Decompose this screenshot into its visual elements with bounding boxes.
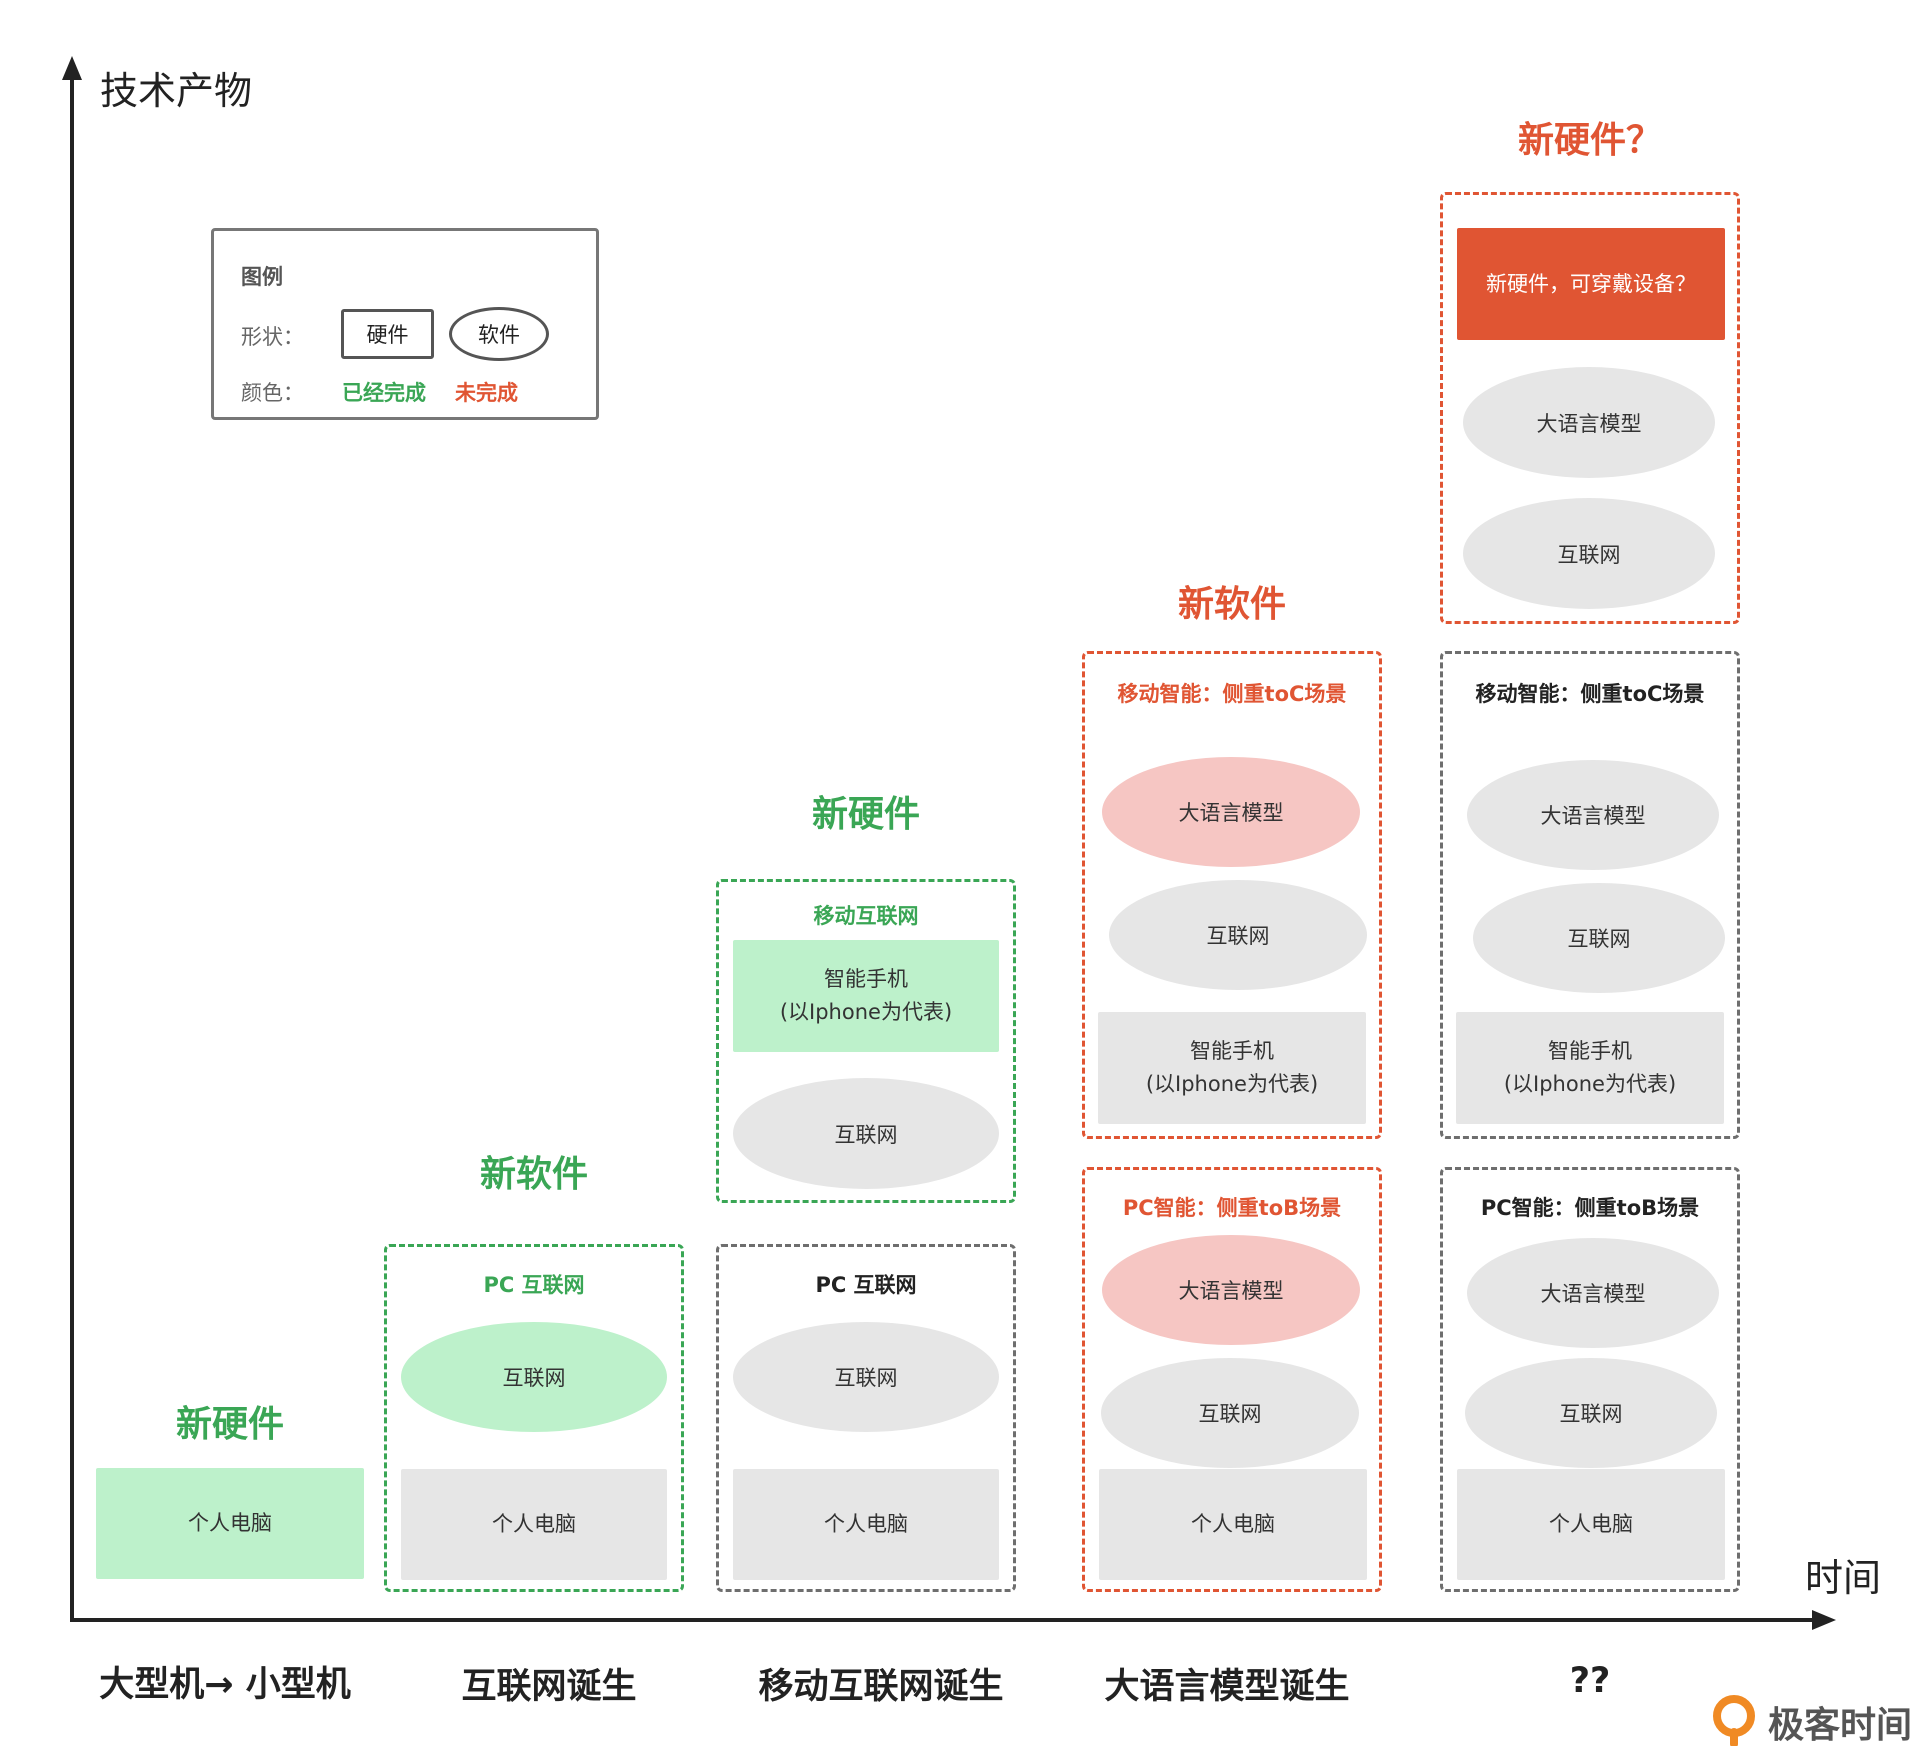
era4-pc-intelligence-group: PC智能：侧重toB场景 大语言模型 互联网 个人电脑 xyxy=(1082,1167,1382,1592)
era3-phone-line2: (以Iphone为代表) xyxy=(779,1000,953,1024)
legend-done-label: 已经完成 xyxy=(342,381,426,405)
legend-software-sample: 软件 xyxy=(449,307,549,361)
era5-mobile-llm-ellipse: 大语言模型 xyxy=(1467,760,1719,870)
era5-pc-intelligence-group: PC智能：侧重toB场景 大语言模型 互联网 个人电脑 xyxy=(1440,1167,1740,1592)
era5-mobile-intelligence-group: 移动智能：侧重toC场景 大语言模型 互联网 智能手机 (以Iphone为代表) xyxy=(1440,651,1740,1139)
era3-tag: 新硬件 xyxy=(811,794,920,835)
era2-internet-ellipse: 互联网 xyxy=(401,1322,667,1432)
era4-phone-line2: (以Iphone为代表) xyxy=(1145,1072,1319,1096)
era3-pc-group-title: PC 互联网 xyxy=(815,1273,917,1297)
legend-box: 图例 形状： 硬件 软件 颜色： 已经完成 未完成 xyxy=(211,228,599,420)
brand-logo-icon xyxy=(1713,1695,1755,1746)
era3-mobile-internet-ellipse: 互联网 xyxy=(733,1078,999,1189)
x-axis-label: 时间 xyxy=(1805,1556,1882,1600)
era5-mobile-group-title: 移动智能：侧重toC场景 xyxy=(1475,682,1705,706)
era4-pc-llm-ellipse: 大语言模型 xyxy=(1102,1235,1360,1345)
era4-mobile-intelligence-group: 移动智能：侧重toC场景 大语言模型 互联网 智能手机 (以Iphone为代表) xyxy=(1082,651,1382,1139)
era5-pc-block: 个人电脑 xyxy=(1457,1469,1725,1580)
era2-group-title: PC 互联网 xyxy=(483,1273,585,1297)
era3-pc-internet-ellipse: 互联网 xyxy=(733,1322,999,1432)
era5-tag: 新硬件？ xyxy=(1517,120,1662,161)
era4-phone-line1: 智能手机 xyxy=(1189,1039,1274,1064)
era5-smartphone-block: 智能手机 (以Iphone为代表) xyxy=(1456,1012,1724,1124)
era5-future-internet-ellipse: 互联网 xyxy=(1463,498,1715,609)
legend-hardware-sample: 硬件 xyxy=(341,309,434,359)
era4-tag: 新软件 xyxy=(1177,584,1286,625)
era4-mobile-internet-ellipse: 互联网 xyxy=(1109,880,1367,990)
era3-pc-internet-group: PC 互联网 互联网 个人电脑 xyxy=(716,1244,1016,1592)
legend-color-label: 颜色： xyxy=(241,381,304,405)
era-label-1: 大型机→ 小型机 xyxy=(99,1664,351,1705)
era3-pc-block: 个人电脑 xyxy=(733,1469,999,1580)
era2-pc-internet-group: PC 互联网 互联网 个人电脑 xyxy=(384,1244,684,1592)
era2-pc-block: 个人电脑 xyxy=(401,1469,667,1580)
era5-mobile-internet-ellipse: 互联网 xyxy=(1473,883,1725,993)
era4-pc-group-title: PC智能：侧重toB场景 xyxy=(1122,1196,1342,1220)
x-axis-arrow xyxy=(1812,1610,1836,1630)
brand-name: 极客时间 xyxy=(1768,1705,1913,1746)
era3-mobile-group-title: 移动互联网 xyxy=(813,904,919,928)
era-label-2: 互联网诞生 xyxy=(461,1666,637,1707)
era4-mobile-group-title: 移动智能：侧重toC场景 xyxy=(1117,682,1347,706)
era-label-3: 移动互联网诞生 xyxy=(758,1666,1004,1707)
era5-phone-line1: 智能手机 xyxy=(1547,1039,1632,1064)
era5-future-llm-ellipse: 大语言模型 xyxy=(1463,367,1715,478)
era4-pc-block: 个人电脑 xyxy=(1099,1469,1367,1580)
era4-mobile-llm-ellipse: 大语言模型 xyxy=(1102,757,1360,867)
era-label-5: ?? xyxy=(1569,1661,1611,1701)
era5-pc-group-title: PC智能：侧重toB场景 xyxy=(1480,1196,1700,1220)
era3-phone-line1: 智能手机 xyxy=(823,967,908,992)
legend-todo-label: 未完成 xyxy=(455,381,518,405)
legend-title: 图例 xyxy=(241,265,283,289)
era3-mobile-internet-group: 移动互联网 智能手机 (以Iphone为代表) 互联网 xyxy=(716,879,1016,1203)
era2-tag: 新软件 xyxy=(479,1154,588,1195)
era4-smartphone-block: 智能手机 (以Iphone为代表) xyxy=(1098,1012,1366,1124)
era5-pc-internet-ellipse: 互联网 xyxy=(1465,1358,1717,1468)
era-label-4: 大语言模型诞生 xyxy=(1104,1666,1350,1707)
era5-future-group: 新硬件，可穿戴设备？ 大语言模型 互联网 xyxy=(1440,192,1740,624)
era5-phone-line2: (以Iphone为代表) xyxy=(1503,1072,1677,1096)
era5-new-device-block: 新硬件，可穿戴设备？ xyxy=(1457,228,1725,340)
era3-smartphone-block: 智能手机 (以Iphone为代表) xyxy=(733,940,999,1052)
y-axis-label: 技术产物 xyxy=(100,69,253,113)
era4-pc-internet-ellipse: 互联网 xyxy=(1101,1358,1359,1468)
y-axis-arrow xyxy=(62,56,82,80)
legend-shape-label: 形状： xyxy=(241,325,304,349)
era5-pc-llm-ellipse: 大语言模型 xyxy=(1467,1238,1719,1348)
era1-pc-block: 个人电脑 xyxy=(96,1468,364,1579)
era1-tag: 新硬件 xyxy=(175,1404,284,1445)
